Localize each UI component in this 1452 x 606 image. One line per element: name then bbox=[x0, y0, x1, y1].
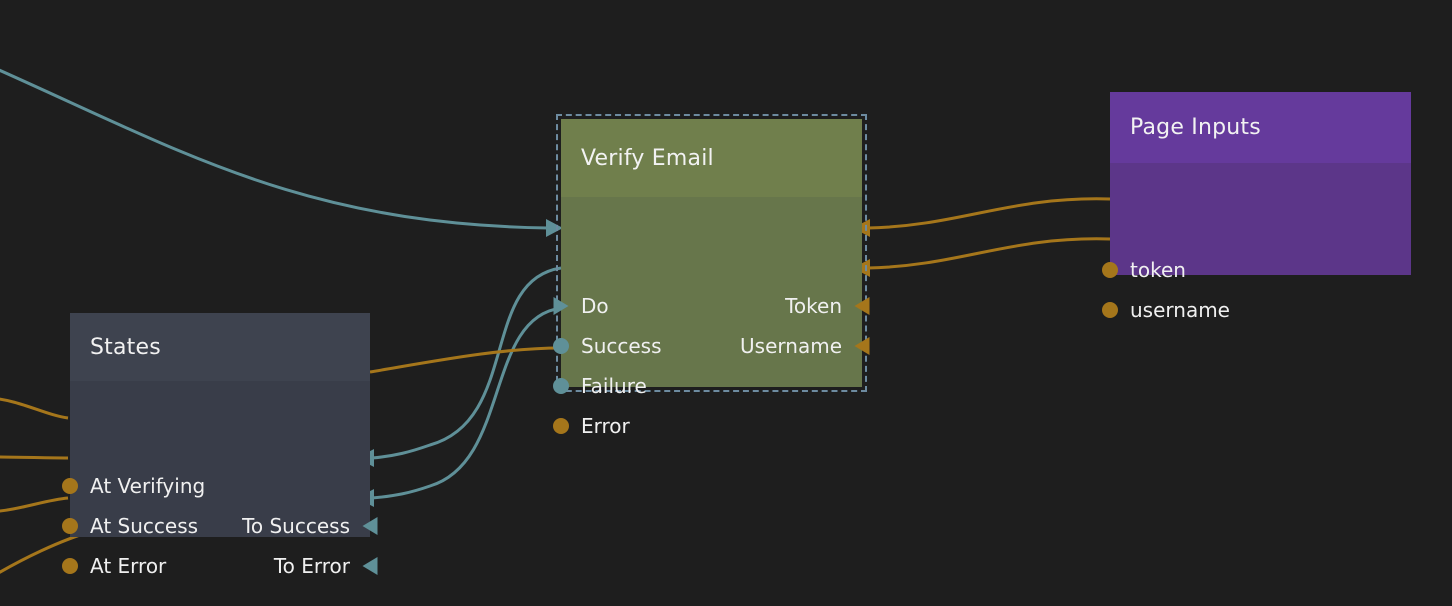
port-label-at-success: At Success bbox=[90, 514, 199, 538]
node-verify-email-title: Verify Email bbox=[581, 145, 714, 171]
port-label-at-error: At Error bbox=[90, 554, 167, 578]
data-dot-icon-error[interactable] bbox=[553, 418, 569, 434]
wire-offscreen-to-at-success bbox=[0, 455, 69, 460]
port-row-username[interactable]: username bbox=[1102, 290, 1411, 330]
port-label-to-success: To Success bbox=[242, 514, 350, 538]
wire-username bbox=[867, 237, 1111, 270]
port-row-failure[interactable]: Failure bbox=[553, 366, 862, 406]
node-page-inputs-header[interactable]: Page Inputs bbox=[1110, 92, 1411, 163]
exec-arrow-icon-do[interactable] bbox=[553, 297, 569, 315]
data-dot-icon-at-error[interactable] bbox=[62, 558, 78, 574]
data-dot-icon-at-success[interactable] bbox=[62, 518, 78, 534]
port-row-at-error[interactable]: At Error To Error bbox=[62, 546, 378, 586]
exec-arrow-icon-to-error[interactable] bbox=[362, 557, 378, 575]
port-label-to-error: To Error bbox=[273, 554, 350, 578]
port-row-error[interactable]: Error bbox=[553, 406, 862, 446]
wire-verify-success-to-states bbox=[371, 266, 562, 460]
node-verify-email-body: Do Token Success Username Failure Error bbox=[553, 197, 870, 436]
port-label-token-out: token bbox=[1130, 258, 1186, 282]
port-label-token: Token bbox=[785, 294, 842, 318]
port-row-do[interactable]: Do Token bbox=[553, 286, 870, 326]
node-page-inputs[interactable]: Page Inputs token username bbox=[1102, 92, 1411, 320]
node-page-inputs-title: Page Inputs bbox=[1130, 115, 1261, 140]
data-dot-icon-token-out[interactable] bbox=[1102, 262, 1118, 278]
exec-dot-icon-success[interactable] bbox=[553, 338, 569, 354]
port-label-username-out: username bbox=[1130, 298, 1230, 322]
exec-arrow-icon-to-success[interactable] bbox=[362, 517, 378, 535]
port-label-error: Error bbox=[581, 414, 630, 438]
port-row-token[interactable]: token bbox=[1102, 250, 1411, 290]
node-states-header[interactable]: States bbox=[70, 313, 370, 381]
wire-states-to-verify-error bbox=[369, 346, 562, 374]
wire-offscreen-to-verify-do bbox=[0, 68, 549, 230]
port-label-failure: Failure bbox=[581, 374, 647, 398]
port-label-username: Username bbox=[740, 334, 842, 358]
port-label-success: Success bbox=[581, 334, 662, 358]
node-verify-email-header[interactable]: Verify Email bbox=[561, 119, 862, 197]
wire-offscreen-to-at-error bbox=[0, 496, 69, 513]
node-states[interactable]: States At Verifying At Success To Succes… bbox=[62, 313, 378, 576]
port-label-do: Do bbox=[581, 294, 609, 318]
port-row-at-verifying[interactable]: At Verifying bbox=[62, 466, 370, 506]
node-states-title: States bbox=[90, 334, 161, 360]
wire-verify-failure-to-states bbox=[371, 306, 562, 500]
node-states-body: At Verifying At Success To Success At Er… bbox=[62, 381, 378, 576]
data-dot-icon-at-verifying[interactable] bbox=[62, 478, 78, 494]
port-label-at-verifying: At Verifying bbox=[90, 474, 206, 498]
node-page-inputs-body: token username bbox=[1102, 163, 1411, 320]
data-dot-icon-username-out[interactable] bbox=[1102, 302, 1118, 318]
wire-offscreen-to-at-verifying bbox=[0, 397, 69, 420]
data-arrow-icon-username[interactable] bbox=[854, 337, 870, 355]
port-row-at-success[interactable]: At Success To Success bbox=[62, 506, 378, 546]
data-arrow-icon-token[interactable] bbox=[854, 297, 870, 315]
wire-token bbox=[867, 197, 1111, 230]
port-row-success[interactable]: Success Username bbox=[553, 326, 870, 366]
exec-dot-icon-failure[interactable] bbox=[553, 378, 569, 394]
node-verify-email[interactable]: Verify Email Do Token Success Username F… bbox=[553, 114, 870, 436]
